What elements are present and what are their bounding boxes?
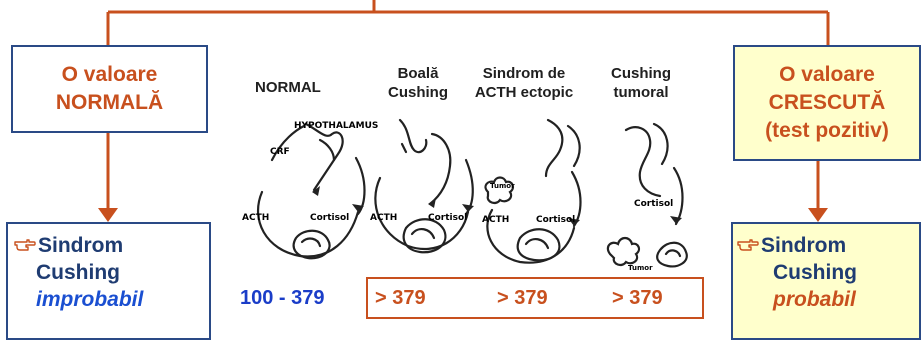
label-cortisol-tumoral: Cortisol xyxy=(634,199,673,209)
elevated-box-line1: O valoare xyxy=(735,61,919,89)
probable-line1: Sindrom xyxy=(761,232,846,259)
label-acth-boala: ACTH xyxy=(370,213,397,223)
probable-line3: probabil xyxy=(737,286,919,313)
header-boala-line1: Boală xyxy=(378,64,458,83)
improbable-result-box: Sindrom Cushing improbabil xyxy=(6,222,211,340)
label-hypothalamus: HYPOTHALAMUS xyxy=(294,121,378,131)
label-cortisol-normal: Cortisol xyxy=(310,213,349,223)
elevated-box-line3: (test pozitiv) xyxy=(735,117,919,145)
normal-box-line2: NORMALĂ xyxy=(13,89,206,117)
elevated-value-box: O valoare CRESCUTĂ (test pozitiv) xyxy=(733,45,921,161)
probable-result-box: Sindrom Cushing probabil xyxy=(731,222,921,340)
hpa-axis-sketches: HYPOTHALAMUS CRF ACTH Cortisol ACTH Cort… xyxy=(230,100,710,278)
value-boala: > 379 xyxy=(375,287,426,310)
header-tumoral-line1: Cushing xyxy=(596,64,686,83)
improbable-line1: Sindrom xyxy=(38,232,123,259)
header-ectopic-line1: Sindrom de xyxy=(466,64,582,83)
header-normal: NORMAL xyxy=(255,78,345,97)
normal-value-box: O valoare NORMALĂ xyxy=(11,45,208,133)
label-tumor-tumoral: Tumor xyxy=(628,264,653,272)
label-acth-ectopic: ACTH xyxy=(482,215,509,225)
header-boala: Boală Cushing xyxy=(378,64,458,102)
improbable-line2: Cushing xyxy=(14,259,209,286)
pointing-hand-icon xyxy=(14,238,36,252)
label-cortisol-boala: Cortisol xyxy=(428,213,467,223)
label-acth-normal: ACTH xyxy=(242,213,269,223)
elevated-box-line2: CRESCUTĂ xyxy=(735,89,919,117)
normal-box-line1: O valoare xyxy=(13,61,206,89)
boala-sketch xyxy=(375,120,472,252)
arrow-down-left xyxy=(98,208,118,222)
value-normal-range: 100 - 379 xyxy=(240,287,325,310)
normal-sketch xyxy=(258,124,364,258)
ectopic-sketch xyxy=(486,120,581,263)
value-tumoral: > 379 xyxy=(612,287,663,310)
header-tumoral: Cushing tumoral xyxy=(596,64,686,102)
probable-line2: Cushing xyxy=(737,259,919,286)
header-ectopic: Sindrom de ACTH ectopic xyxy=(466,64,582,102)
label-cortisol-ectopic: Cortisol xyxy=(536,215,575,225)
tumoral-sketch xyxy=(608,124,687,266)
arrow-down-right xyxy=(808,208,828,222)
label-tumor-ectopic: Tumor xyxy=(490,182,515,190)
value-ectopic: > 379 xyxy=(497,287,548,310)
label-crf: CRF xyxy=(270,147,290,157)
pointing-hand-icon xyxy=(737,238,759,252)
improbable-line3: improbabil xyxy=(14,286,209,313)
